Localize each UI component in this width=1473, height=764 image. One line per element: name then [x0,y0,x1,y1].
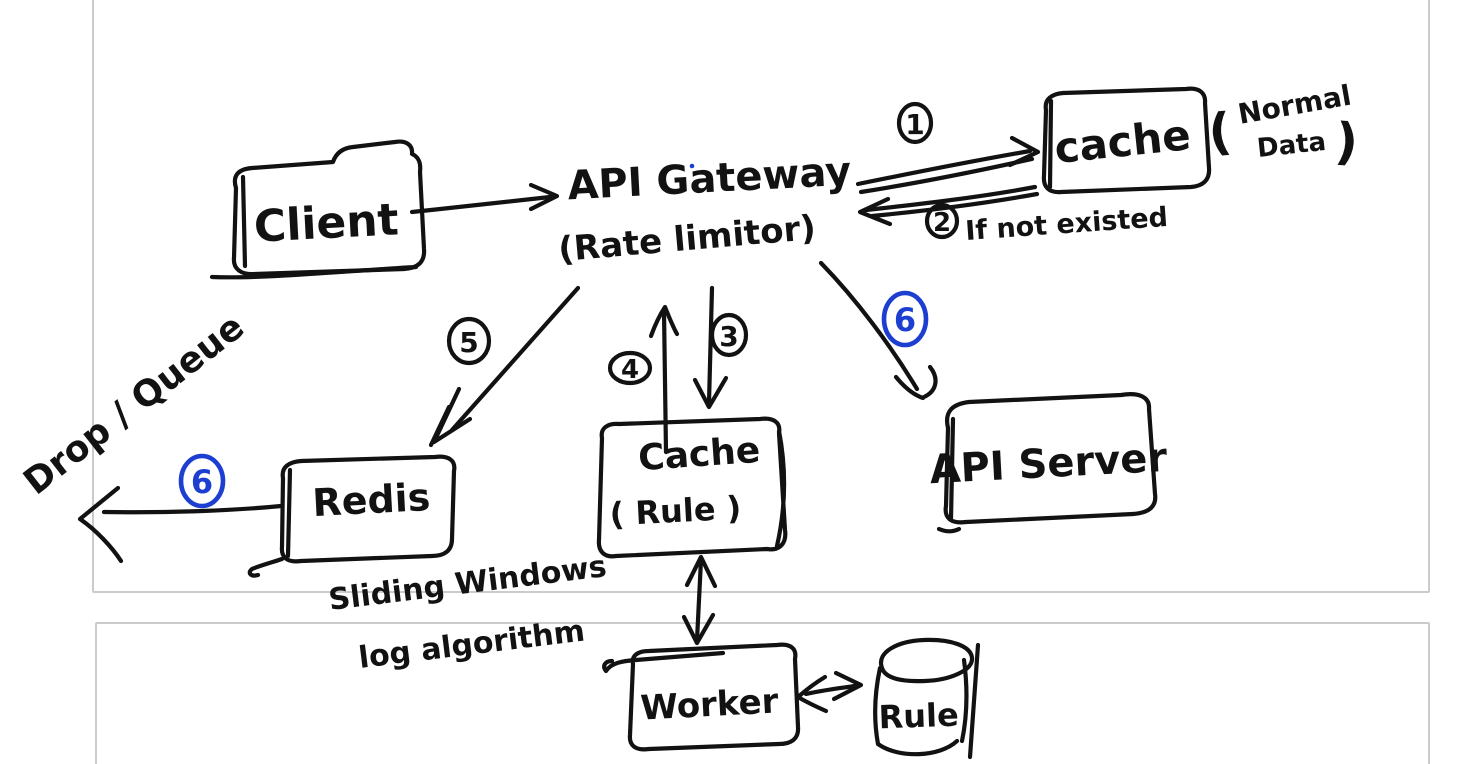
whiteboard-card-top[interactable] [92,0,1430,593]
whiteboard-card-bottom[interactable] [95,622,1430,764]
